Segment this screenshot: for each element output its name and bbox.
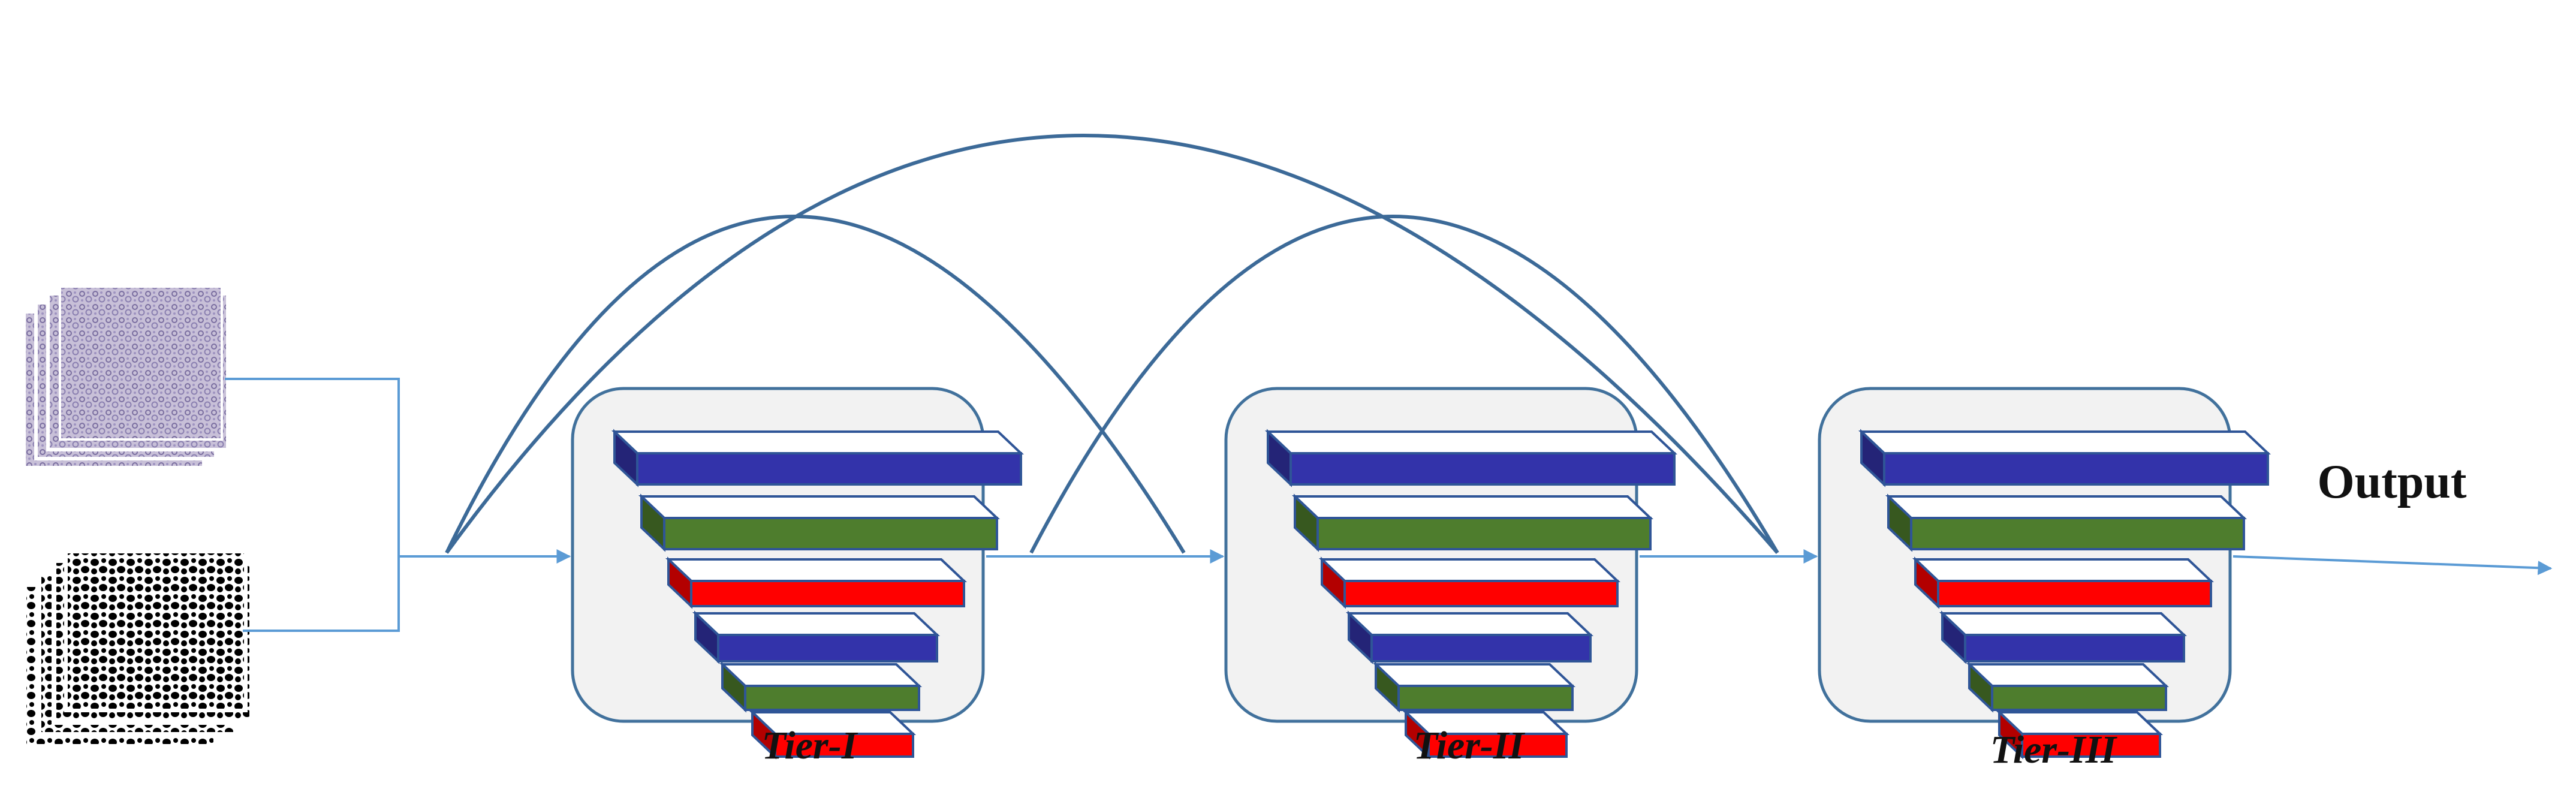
arrow-to-output [2232,555,2553,576]
layer-green-5 [1966,661,2170,713]
input-stack-histology [22,285,230,469]
flow-arrows [447,549,2553,576]
layer-green-2 [1885,493,2247,552]
layer-blue-4 [692,610,941,664]
layer-green-5 [1372,661,1576,713]
layer-blue-1 [611,429,1025,487]
tier-3-layers [1858,429,2271,760]
layer-blue-1 [1858,429,2271,487]
layer-red-6 [1402,709,1570,760]
layer-red-3 [1318,556,1621,609]
output-label: Output [2318,456,2467,508]
layer-green-5 [719,661,923,713]
tier-1-layers [611,429,1025,760]
skip-connection-arcs [445,134,1779,554]
layer-green-2 [638,493,1001,552]
tier-box-2 [1224,387,1678,760]
input-stack-mask [22,550,254,749]
tier-3-label: Tier-III [1990,728,2118,772]
tier-2-label: Tier-II [1414,724,1526,767]
tier-box-3 [1818,387,2271,760]
layer-red-3 [665,556,968,609]
layer-red-6 [1996,709,2164,760]
tier-2-layers [1264,429,1678,760]
layer-blue-4 [1345,610,1594,664]
layer-red-3 [1912,556,2215,609]
tier-box-1 [571,387,1025,760]
input-connectors [225,378,447,632]
layer-blue-1 [1264,429,1678,487]
skip-arc-tier2 [1029,215,1779,554]
skip-arc-outer [445,134,1779,554]
layer-red-6 [749,709,917,760]
tier-1-label: Tier-I [762,724,858,767]
layer-green-2 [1291,493,1654,552]
layer-blue-4 [1939,610,2188,664]
skip-arc-tier1 [445,215,1186,554]
